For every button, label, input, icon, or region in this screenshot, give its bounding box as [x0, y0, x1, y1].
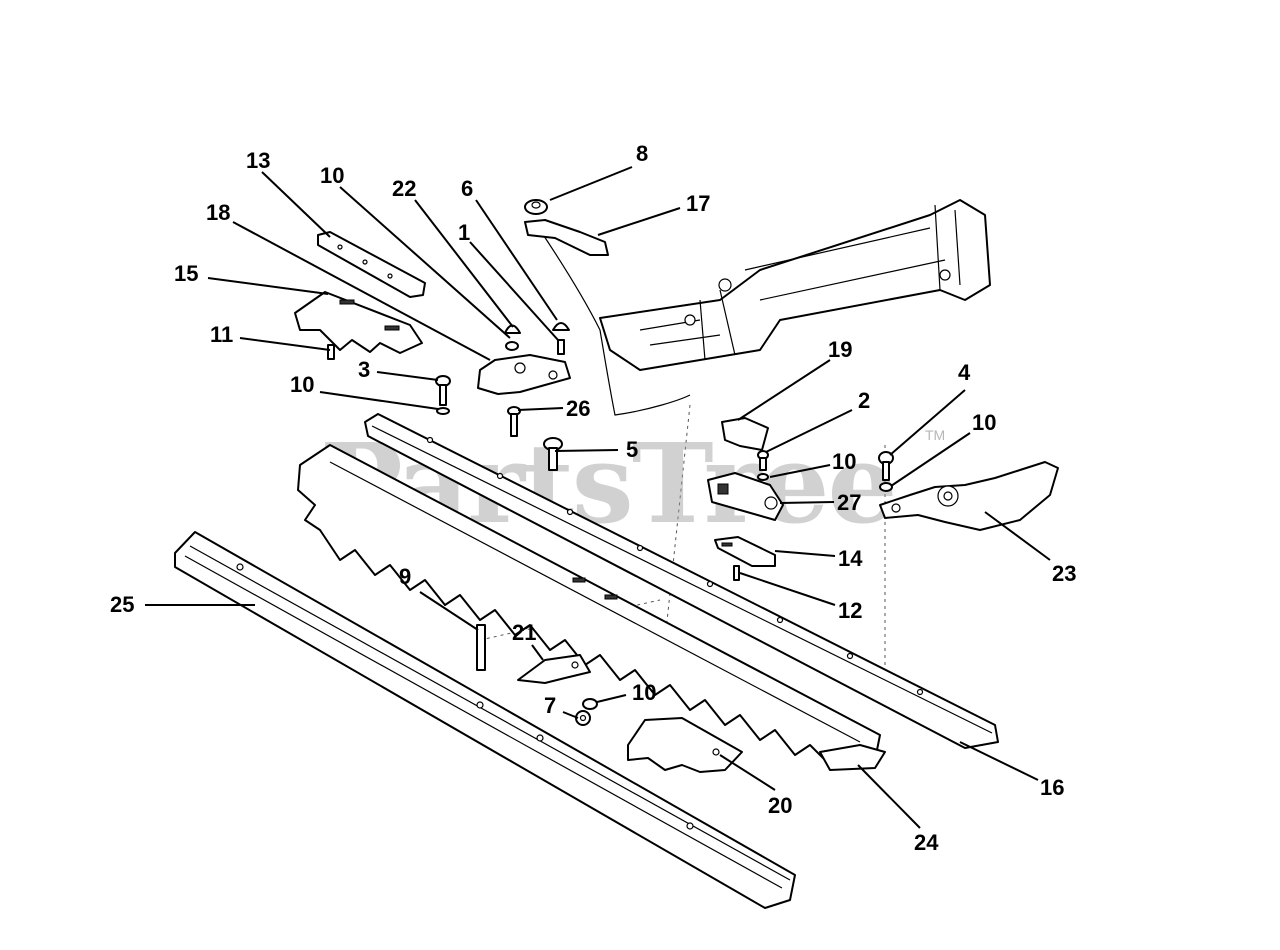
callout-15[interactable]: 15	[174, 261, 198, 286]
callout-6[interactable]: 6	[461, 176, 473, 201]
part-14-plate	[714, 536, 776, 567]
callout-19[interactable]: 19	[828, 337, 852, 362]
part-17-strap	[524, 219, 609, 256]
watermark-trademark: TM	[925, 427, 945, 443]
callout-12[interactable]: 12	[838, 598, 862, 623]
callout-22[interactable]: 22	[392, 176, 416, 201]
part-10-washer	[436, 407, 450, 415]
part-11-pin	[327, 344, 335, 360]
part-16-upper-bar	[364, 413, 999, 749]
part-9-stud	[476, 624, 486, 671]
part-10-washer	[757, 473, 769, 481]
callout-9[interactable]: 9	[399, 564, 411, 589]
callout-24[interactable]: 24	[914, 830, 939, 855]
part-7-nut	[575, 710, 591, 726]
callout-20[interactable]: 20	[768, 793, 792, 818]
callout-23[interactable]: 23	[1052, 561, 1076, 586]
callout-1[interactable]: 1	[458, 220, 470, 245]
part-21-guard	[517, 654, 591, 684]
part-23-drive-arm	[879, 461, 1059, 531]
part-22-nut	[504, 324, 521, 351]
callout-18[interactable]: 18	[206, 200, 230, 225]
part-10-washer	[879, 482, 893, 492]
part-4-bolt	[878, 451, 894, 481]
callout-26[interactable]: 26	[566, 396, 590, 421]
part-6-nut	[552, 322, 570, 331]
part-12-pin	[733, 565, 740, 581]
part-8-nut	[524, 199, 548, 215]
callout-10[interactable]: 10	[290, 372, 314, 397]
part-18-bracket	[477, 354, 571, 395]
callout-10[interactable]: 10	[320, 163, 344, 188]
callout-11[interactable]: 11	[210, 322, 233, 347]
callout-7[interactable]: 7	[544, 693, 556, 718]
callout-10[interactable]: 10	[632, 680, 656, 705]
callout-3[interactable]: 3	[358, 357, 370, 382]
part-26-bolt	[507, 406, 521, 437]
callout-17[interactable]: 17	[686, 191, 710, 216]
callout-25[interactable]: 25	[110, 592, 134, 617]
part-2-bolt	[757, 450, 769, 471]
part-19-bracket	[721, 417, 769, 451]
callout-labels: 13 10 22 6 8 17 18 1 15 11 3 10 26 19 2 …	[110, 141, 1076, 855]
part-27-clamp-assembly	[707, 472, 784, 521]
part-20-guard	[627, 717, 743, 773]
callout-10[interactable]: 10	[832, 449, 856, 474]
leader-lines	[145, 166, 1051, 829]
callout-10[interactable]: 10	[972, 410, 996, 435]
part-24-cutter-bar	[297, 444, 886, 771]
callout-27[interactable]: 27	[837, 490, 861, 515]
callout-8[interactable]: 8	[636, 141, 648, 166]
part-3-bolt	[435, 375, 451, 406]
callout-2[interactable]: 2	[858, 388, 870, 413]
part-1-bolt	[557, 339, 565, 355]
part-15-guard-plate	[294, 291, 423, 354]
callout-14[interactable]: 14	[838, 546, 863, 571]
callout-13[interactable]: 13	[246, 148, 270, 173]
part-10-washer	[582, 698, 598, 710]
callout-4[interactable]: 4	[958, 360, 971, 385]
part-13-plate	[317, 231, 426, 298]
part-25-lower-bar	[174, 531, 796, 909]
callout-16[interactable]: 16	[1040, 775, 1064, 800]
part-5-bolt	[543, 437, 563, 471]
callout-5[interactable]: 5	[626, 437, 638, 462]
callout-21[interactable]: 21	[512, 620, 536, 645]
